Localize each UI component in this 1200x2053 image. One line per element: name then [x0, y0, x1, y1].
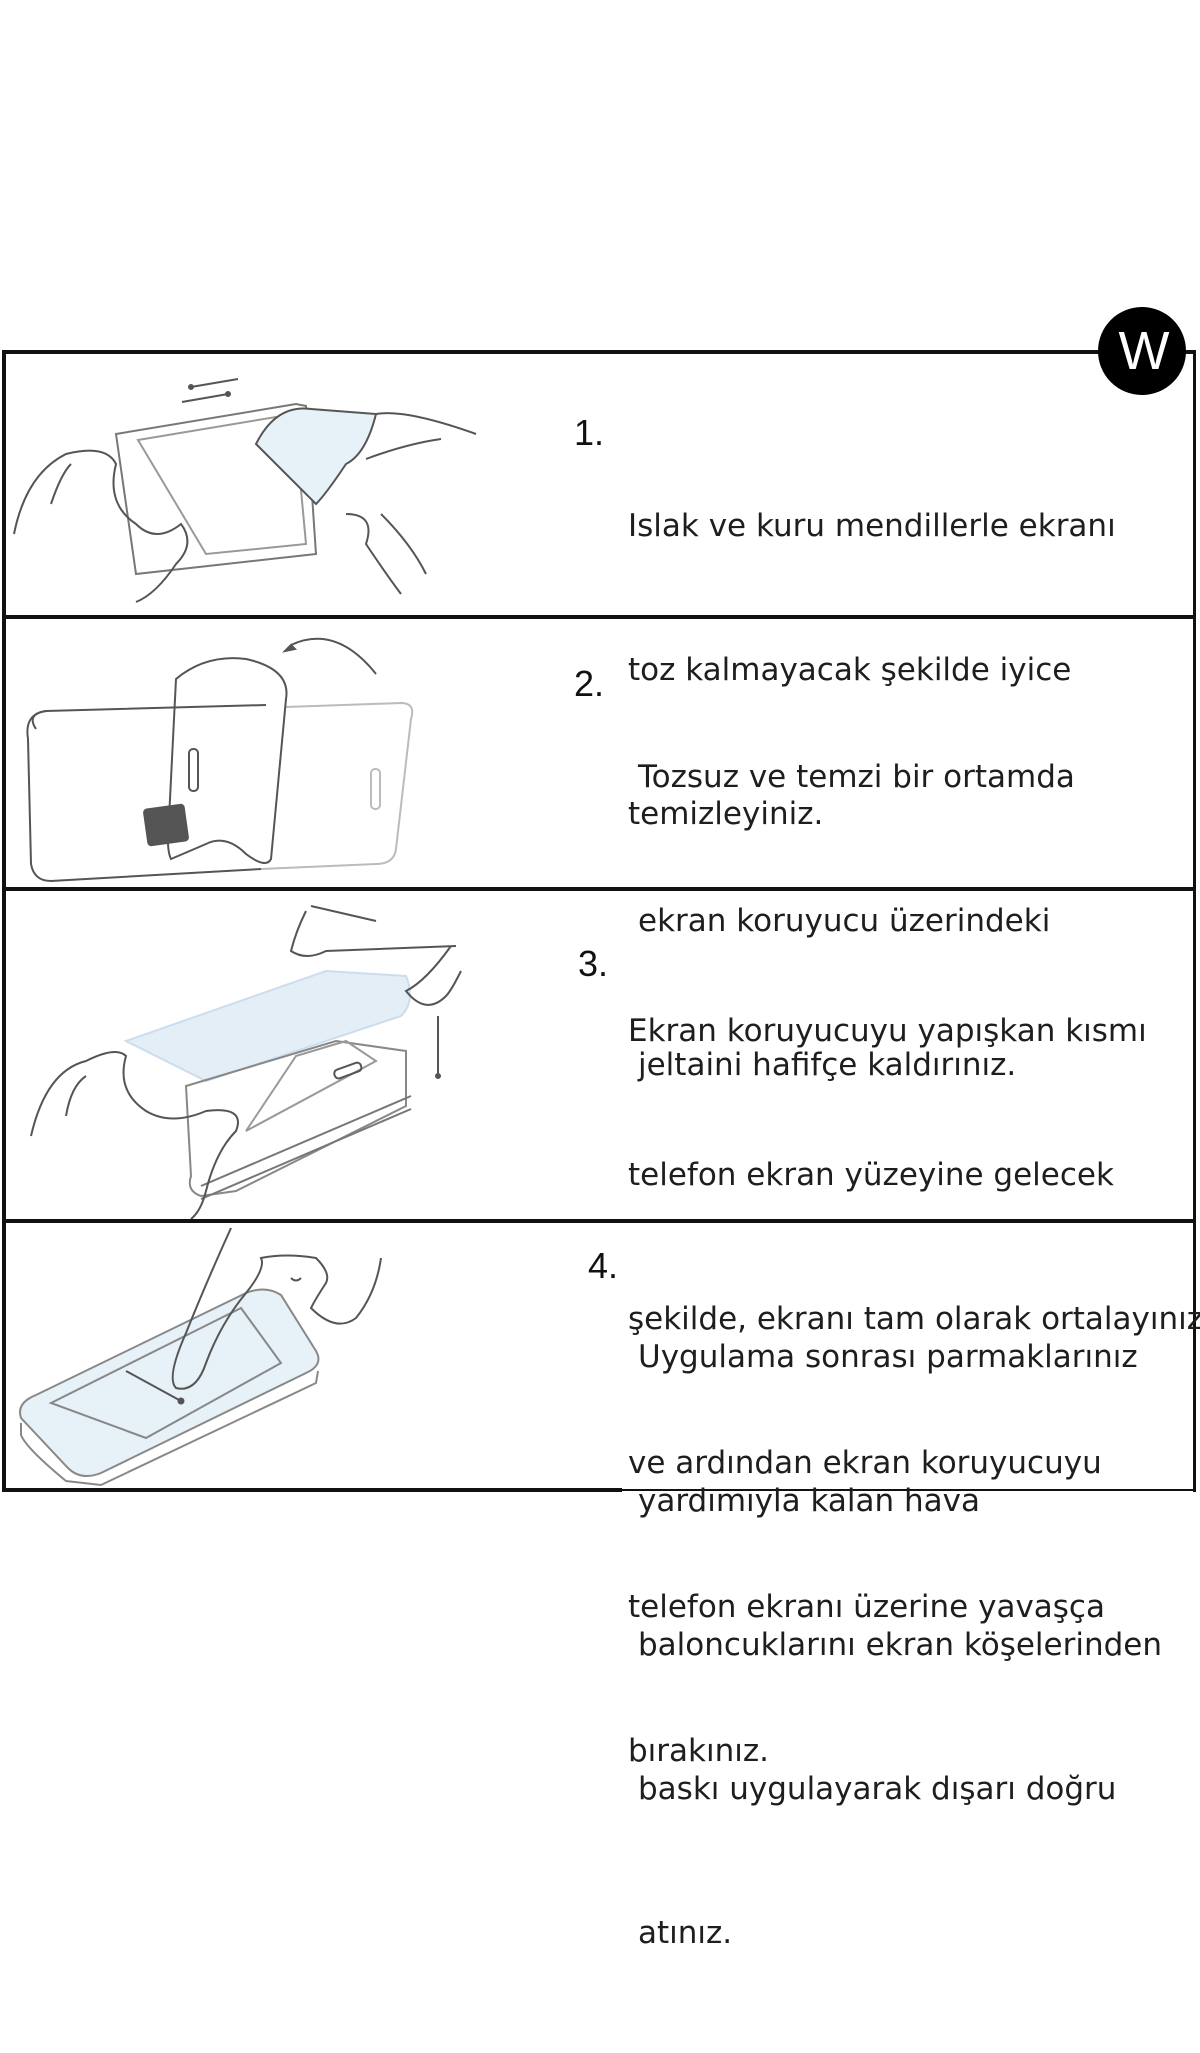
step-1-line-1: Islak ve kuru mendillerle ekranı — [628, 508, 1116, 544]
apply-protector-illustration-icon — [30, 905, 462, 1219]
step-4-line-4: baskı uygulayarak dışarı doğru — [638, 1771, 1117, 1807]
step-4-line-3: baloncuklarını ekran köşelerinden — [638, 1627, 1163, 1663]
press-bubbles-illustration-icon — [19, 1227, 382, 1487]
brand-logo-letter: W — [1118, 321, 1170, 381]
step-2-panel: 2. Tozsuz ve temzi bir ortamda ekran kor… — [6, 619, 1194, 1083]
step-3-line-2: telefon ekran yüzeyine gelecek — [628, 1157, 1114, 1193]
step-4-line-5: atınız. — [638, 1915, 733, 1951]
step-2-number: 2. — [574, 663, 605, 704]
step-3-line-3: şekilde, ekranı tam olarak ortalayınız — [628, 1301, 1200, 1337]
step-1-number: 1. — [574, 412, 605, 453]
cleaning-illustration-icon — [13, 378, 477, 603]
step-3-line-4: ve ardından ekran koruyucuyu — [628, 1445, 1102, 1481]
divider-bottom-thin — [620, 1489, 1196, 1491]
divider-3-4 — [2, 1219, 1196, 1223]
step-3-line-5: telefon ekranı üzerine yavaşça — [628, 1589, 1105, 1625]
step-3-number: 3. — [578, 943, 609, 984]
step-2-line-1: Tozsuz ve temzi bir ortamda — [638, 759, 1075, 795]
step-2-text: Tozsuz ve temzi bir ortamda ekran koruyu… — [638, 657, 1075, 1185]
step-1-text: Islak ve kuru mendillerle ekranı toz kal… — [628, 406, 1116, 934]
peel-film-illustration-icon — [26, 637, 414, 883]
step-4-number: 4. — [588, 1245, 619, 1286]
step-1-line-2: toz kalmayacak şekilde iyice — [628, 652, 1072, 688]
step-2-line-2: ekran koruyucu üzerindeki — [638, 903, 1051, 939]
step-3-text: Ekran koruyucuyu yapışkan kısmı telefon … — [628, 911, 1200, 1871]
step-1-panel: 1. Islak ve kuru mendillerle ekranı toz … — [6, 354, 1194, 832]
step-3-line-1: Ekran koruyucuyu yapışkan kısmı — [628, 1013, 1147, 1049]
instruction-frame — [2, 352, 1196, 1492]
divider-bottom-thick — [2, 1488, 622, 1492]
step-4-line-2: yardımıyla kalan hava — [638, 1483, 980, 1519]
divider-2-3 — [2, 887, 1196, 891]
step-4-text: Uygulama sonrası parmaklarınız yardımıyl… — [638, 1237, 1162, 2053]
divider-1-2 — [2, 615, 1196, 619]
step-3-panel: 3. Ekran koruyucuyu yapışkan kısmı telef… — [6, 891, 1200, 1769]
brand-logo: W — [1098, 307, 1186, 395]
divider-top — [2, 350, 1196, 354]
step-2-line-3: jeltaini hafifçe kaldırınız. — [638, 1047, 1017, 1083]
step-3-line-6: bırakınız. — [628, 1733, 769, 1769]
step-1-line-3: temizleyiniz. — [628, 796, 824, 832]
step-4-line-1: Uygulama sonrası parmaklarınız — [638, 1339, 1138, 1375]
step-4-panel: 4. Uygulama sonrası parmaklarınız yardım… — [6, 1223, 1194, 1951]
